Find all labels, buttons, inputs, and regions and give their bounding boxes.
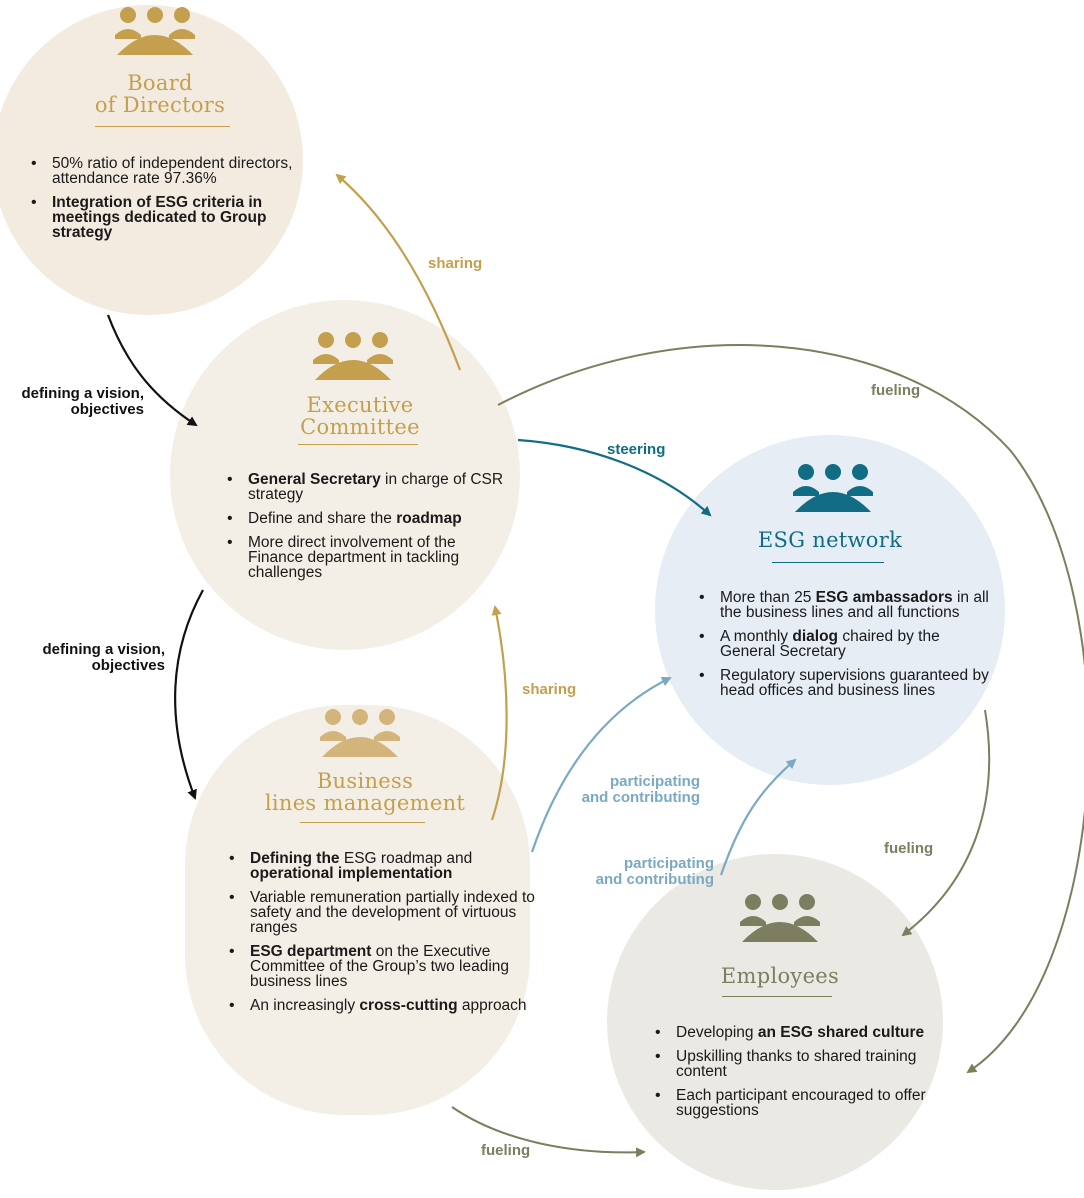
board-title-rule	[95, 126, 230, 127]
arrow-steering	[517, 438, 712, 517]
arrow-participating-2	[719, 758, 797, 876]
arrow-defining-2	[174, 589, 204, 800]
label-participating-2-line2: and contributing	[595, 871, 714, 888]
arrow-fueling-bottom	[451, 1106, 646, 1158]
exec-title-line1: Executive	[306, 393, 414, 417]
board-title: Board of Directors	[60, 72, 260, 116]
board-point: Integration of ESG criteria in meetings …	[31, 194, 307, 241]
people-group-icon	[793, 464, 873, 512]
business-point: Variable remuneration partially indexed …	[229, 889, 538, 936]
business-point-text: approach	[457, 997, 527, 1014]
arrow-fueling-right	[901, 709, 991, 937]
arrow-sharing-top	[335, 173, 462, 371]
label-steering: steering	[607, 441, 666, 458]
exec-point: More direct involvement of the Finance d…	[227, 534, 510, 581]
board-title-line2: of Directors	[94, 93, 226, 117]
board-point-text: Integration of ESG criteria in meetings …	[52, 194, 267, 241]
exec-point-text: More direct involvement of the Finance d…	[248, 534, 460, 581]
exec-title: Executive Committee	[260, 394, 460, 438]
business-point-text: Defining the	[250, 850, 340, 867]
employees-title-line1: Employees	[720, 964, 840, 988]
network-point-text: ESG ambassadors	[815, 589, 953, 606]
network-title: ESG network	[730, 529, 930, 551]
label-defining-2-line1: defining a vision,	[42, 641, 165, 658]
people-group-icon	[740, 894, 820, 942]
network-point: Regulatory supervisions guaranteed by he…	[699, 667, 995, 699]
business-title-line1: Business	[316, 769, 414, 793]
network-title-line1: ESG network	[757, 528, 903, 552]
people-group-icon	[115, 7, 195, 55]
business-point-text: ESG roadmap and	[339, 850, 473, 867]
business-point-text: operational implementation	[250, 865, 453, 882]
network-point-text: Regulatory supervisions guaranteed by he…	[720, 667, 989, 699]
label-defining-1-line2: objectives	[70, 401, 144, 418]
business-point: ESG department on the Executive Committe…	[229, 943, 538, 990]
board-title-line1: Board	[127, 71, 193, 95]
network-point: A monthly dialog chaired by the General …	[699, 628, 995, 660]
business-point: Defining the ESG roadmap and operational…	[229, 850, 538, 882]
exec-point-text: roadmap	[396, 510, 462, 527]
network-point-text: A monthly	[720, 628, 793, 645]
people-group-icon	[320, 709, 400, 757]
network-point-text: chaired by the General Secretary	[720, 628, 940, 660]
exec-title-line2: Committee	[300, 415, 420, 439]
employees-point-text: Upskilling thanks to shared training con…	[676, 1048, 917, 1080]
employees-point-text: an ESG shared culture	[757, 1024, 925, 1041]
business-title-rule	[300, 822, 425, 823]
exec-point-text: in charge of CSR strategy	[248, 471, 504, 503]
exec-point: Define and share the roadmap	[227, 510, 510, 527]
arrow-fueling-top	[497, 344, 1084, 1074]
exec-point-text: Define and share the	[248, 510, 397, 527]
business-title: Business lines management	[245, 770, 485, 814]
business-point-text: Variable remuneration partially indexed …	[250, 889, 535, 936]
exec-point: General Secretary in charge of CSR strat…	[227, 471, 510, 503]
label-fueling-bottom: fueling	[481, 1142, 531, 1159]
label-participating-1: participating and contributing	[560, 774, 700, 806]
board-point: 50% ratio of independent directors, atte…	[31, 155, 307, 187]
label-defining-2-line2: objectives	[91, 657, 165, 674]
arrow-participating-1	[530, 677, 672, 853]
label-participating-1-line2: and contributing	[581, 789, 700, 806]
employees-title-rule	[722, 996, 832, 997]
label-defining-1: defining a vision, objectives	[0, 386, 144, 418]
employees-point: Upskilling thanks to shared training con…	[655, 1048, 926, 1080]
exec-point-text: General Secretary	[248, 471, 381, 488]
network-point: More than 25 ESG ambassadors in all the …	[699, 589, 995, 621]
business-point: An increasingly cross-cutting approach	[229, 997, 538, 1014]
network-point-text: dialog	[792, 628, 839, 645]
label-sharing-mid: sharing	[522, 681, 577, 698]
label-participating-2: participating and contributing	[574, 856, 714, 888]
network-title-rule	[772, 562, 884, 563]
employees-point-text: Developing	[676, 1024, 758, 1041]
network-point-text: More than 25	[720, 589, 816, 606]
network-points: More than 25 ESG ambassadors in all the …	[698, 590, 995, 707]
people-group-icon	[313, 332, 393, 380]
label-defining-2: defining a vision, objectives	[0, 642, 165, 674]
label-participating-2-line1: participating	[623, 855, 714, 872]
exec-title-rule	[298, 444, 418, 445]
business-point-text: on the Executive Committee of the Group’…	[250, 943, 510, 990]
employees-title: Employees	[680, 965, 880, 987]
business-point-text: cross-cutting	[359, 997, 458, 1014]
label-participating-1-line1: participating	[609, 773, 700, 790]
board-point-text: 50% ratio of independent directors, atte…	[52, 155, 293, 187]
business-point-text: An increasingly	[250, 997, 360, 1014]
business-points: Defining the ESG roadmap and operational…	[228, 851, 538, 1022]
arrow-sharing-mid	[490, 605, 508, 821]
label-fueling-right: fueling	[884, 840, 934, 857]
employees-points: Developing an ESG shared cultureUpskilli…	[654, 1025, 926, 1127]
label-defining-1-line1: defining a vision,	[21, 385, 144, 402]
arrow-defining-1	[106, 314, 198, 427]
label-fueling-top: fueling	[871, 382, 921, 399]
exec-points: General Secretary in charge of CSR strat…	[226, 472, 510, 589]
board-points: 50% ratio of independent directors, atte…	[30, 156, 307, 249]
network-point-text: in all the business lines and all functi…	[720, 589, 989, 621]
employees-point: Developing an ESG shared culture	[655, 1024, 926, 1041]
employees-point: Each participant encouraged to offer sug…	[655, 1087, 926, 1119]
business-title-line2: lines management	[264, 791, 466, 815]
business-point-text: ESG department	[250, 943, 372, 960]
employees-point-text: Each participant encouraged to offer sug…	[676, 1087, 926, 1119]
label-sharing-top: sharing	[428, 255, 483, 272]
